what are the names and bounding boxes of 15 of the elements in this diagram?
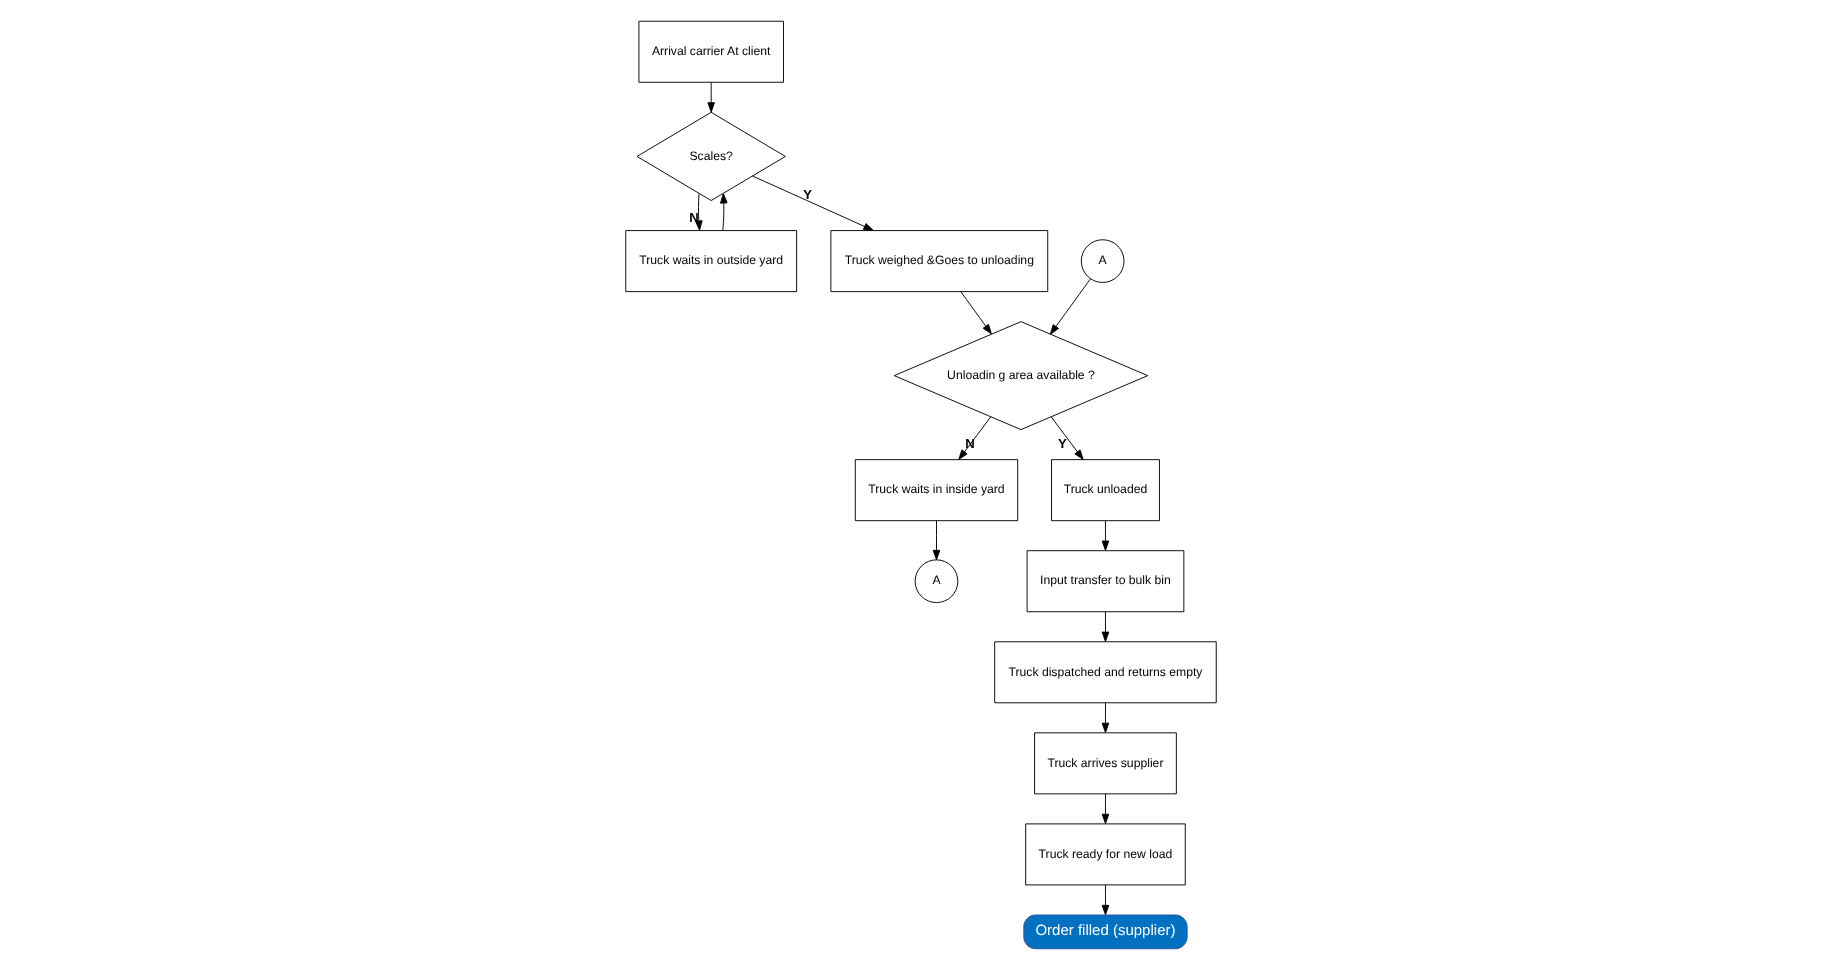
arrow bbox=[1100, 884, 1109, 916]
arrow bbox=[1049, 416, 1083, 460]
arrow bbox=[957, 416, 991, 460]
arrow bbox=[931, 520, 940, 561]
arrow bbox=[1100, 611, 1109, 642]
arrow bbox=[706, 81, 714, 113]
arrow bbox=[719, 193, 727, 231]
arrow bbox=[1100, 702, 1109, 733]
node-box: Order filled (supplier) bbox=[1022, 914, 1187, 950]
arrow bbox=[1100, 793, 1109, 825]
arrow bbox=[751, 175, 873, 231]
arrow bbox=[959, 291, 991, 335]
arrow bbox=[1100, 520, 1109, 551]
arrow bbox=[1048, 278, 1091, 335]
arrow bbox=[694, 193, 702, 231]
